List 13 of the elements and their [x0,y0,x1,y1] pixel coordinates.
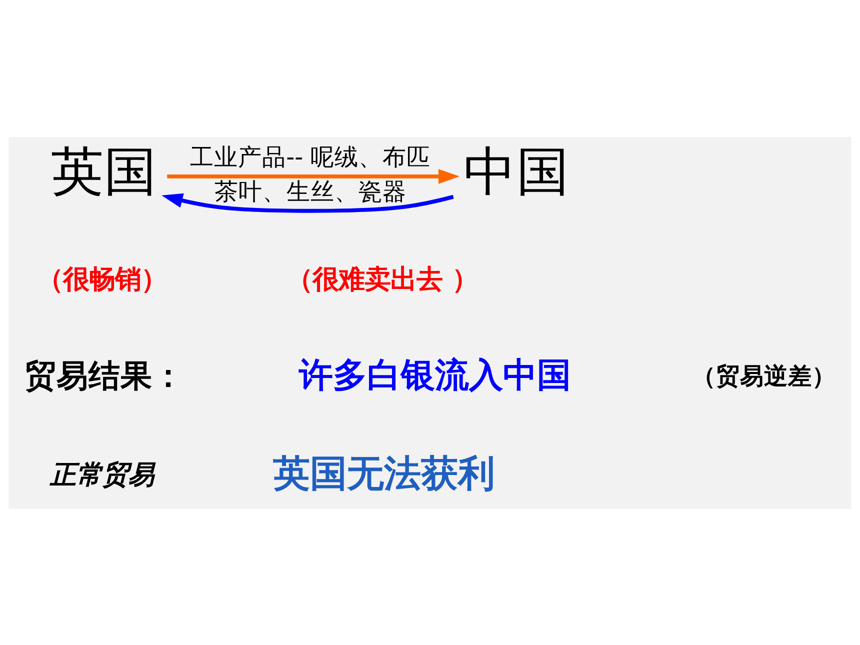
label: 英国无法获利 [272,451,495,494]
label: 许多白银流入中国 [299,354,572,395]
label: （很难卖出去 ） [286,264,478,295]
label: 贸易结果： [24,358,184,394]
label: （很畅销） [36,264,167,295]
label: 正常贸易 [50,460,154,490]
label: （贸易逆差） [692,361,836,390]
edge-label: 工业产品-- 呢绒、布匹 [190,142,431,171]
node-text: 中国 [464,141,570,202]
arrow [162,192,454,212]
arrow [167,168,460,184]
node-text: 英国 [51,141,158,202]
edge-label: 茶叶、生丝、瓷器 [214,176,406,205]
